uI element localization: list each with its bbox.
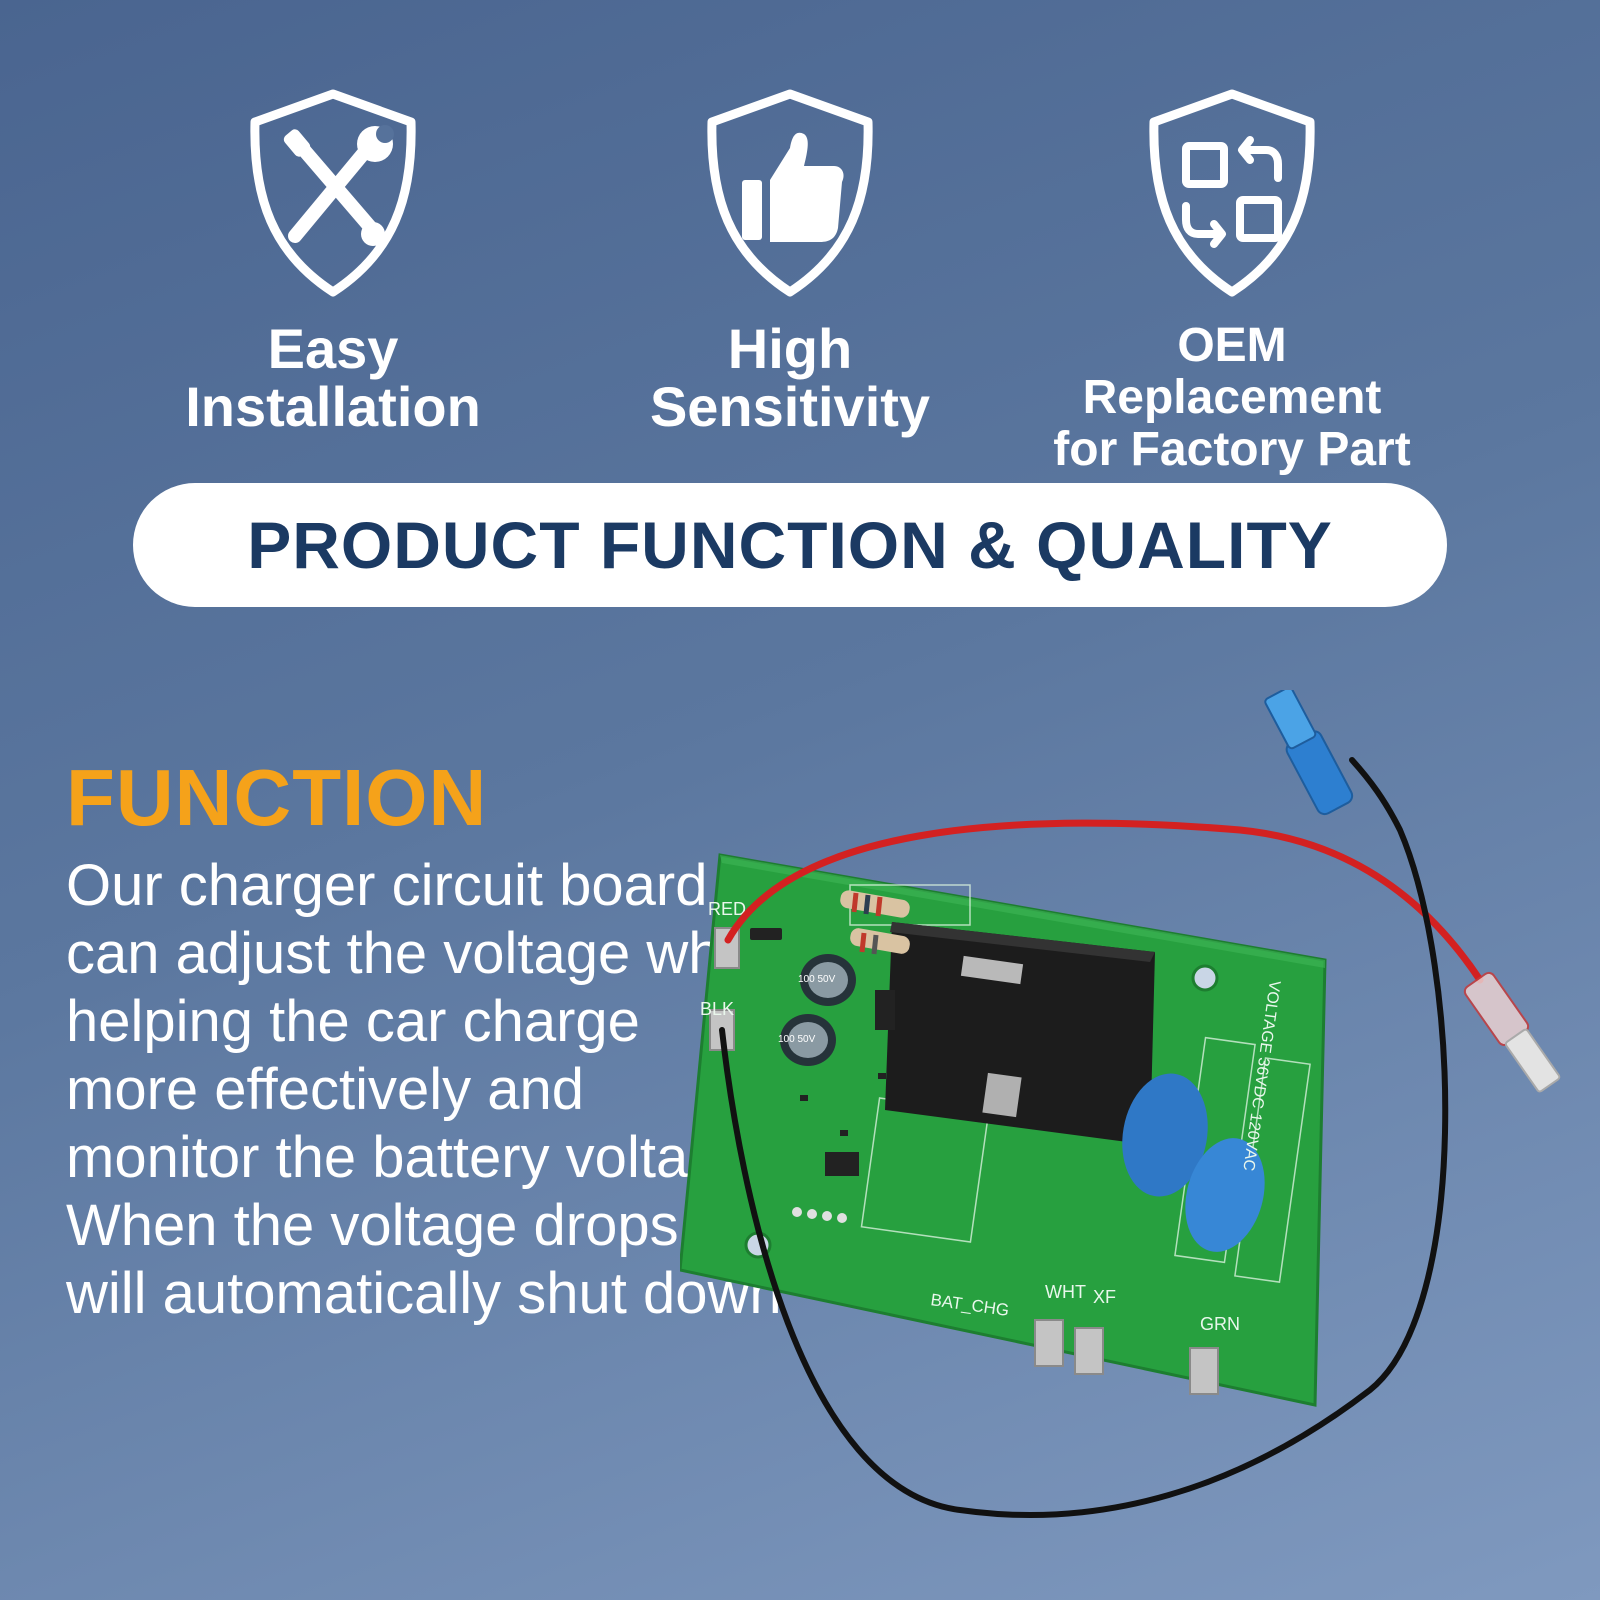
- board-label-xf: XF: [1093, 1287, 1116, 1307]
- section-banner: PRODUCT FUNCTION & QUALITY: [133, 483, 1447, 607]
- circuit-board-image: 100 50V 100 50V RED BLK BAT_CHG WHT XF G…: [680, 690, 1561, 1518]
- replacement-icon: [1149, 89, 1315, 297]
- banner-title: PRODUCT FUNCTION & QUALITY: [247, 508, 1333, 582]
- tools-icon: [250, 89, 416, 297]
- feature-oem-replacement: OEM Replacement for Factory Part: [1032, 88, 1432, 476]
- board-label-grn: GRN: [1200, 1314, 1240, 1334]
- feature-label: Easy Installation: [185, 317, 481, 438]
- feature-easy-installation: Easy Installation: [133, 88, 533, 436]
- feature-high-sensitivity: High Sensitivity: [590, 88, 990, 436]
- board-label-blk: BLK: [700, 999, 734, 1019]
- board-label-wht: WHT: [1045, 1282, 1086, 1302]
- capacitor-label: 100 50V: [778, 1034, 816, 1045]
- thumbs-up-icon: [707, 89, 873, 297]
- feature-label: OEM Replacement for Factory Part: [1053, 319, 1411, 476]
- function-description: Our charger circuit board can adjust the…: [66, 853, 782, 1326]
- capacitor-label: 100 50V: [798, 974, 836, 985]
- feature-label: High Sensitivity: [649, 317, 931, 438]
- function-heading: FUNCTION: [66, 753, 488, 842]
- board-label-red: RED: [708, 899, 746, 919]
